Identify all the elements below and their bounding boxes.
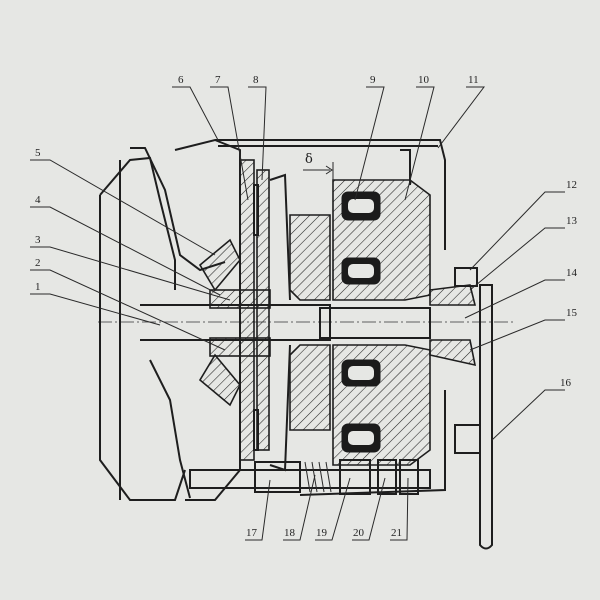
bushing-lower xyxy=(429,339,477,367)
label-10: 10 xyxy=(418,74,430,86)
lever-bolt xyxy=(454,424,481,454)
label-17: 17 xyxy=(246,527,258,539)
housing-flange xyxy=(99,138,241,501)
label-18: 18 xyxy=(284,527,296,539)
gap-delta-label: δ xyxy=(305,152,313,167)
label-14: 14 xyxy=(566,267,578,279)
label-5: 5 xyxy=(35,147,41,159)
bushing-upper xyxy=(429,284,477,306)
label-6: 6 xyxy=(178,74,184,86)
friction-discs xyxy=(239,159,291,472)
armature-lower xyxy=(289,344,331,431)
label-21: 21 xyxy=(391,527,402,539)
part-labels: 1 2 3 4 5 6 7 8 9 10 11 12 13 14 15 16 1… xyxy=(35,74,578,539)
label-13: 13 xyxy=(566,215,578,227)
leader-lines xyxy=(30,86,565,541)
label-3: 3 xyxy=(35,234,41,246)
screw-12 xyxy=(454,267,478,287)
label-7: 7 xyxy=(215,74,221,86)
label-12: 12 xyxy=(566,179,577,191)
label-15: 15 xyxy=(566,307,578,319)
label-20: 20 xyxy=(353,527,365,539)
adjust-bolt-assembly xyxy=(189,459,431,495)
label-2: 2 xyxy=(35,257,41,269)
armature-upper xyxy=(289,214,331,301)
electromagnet xyxy=(332,149,431,466)
lever xyxy=(479,284,493,550)
cover xyxy=(215,139,446,250)
label-4: 4 xyxy=(35,194,41,206)
hub-shaft xyxy=(140,238,431,407)
label-11: 11 xyxy=(468,74,479,86)
label-1: 1 xyxy=(35,281,41,293)
label-16: 16 xyxy=(560,377,572,389)
label-9: 9 xyxy=(370,74,376,86)
label-8: 8 xyxy=(253,74,259,86)
label-19: 19 xyxy=(316,527,328,539)
